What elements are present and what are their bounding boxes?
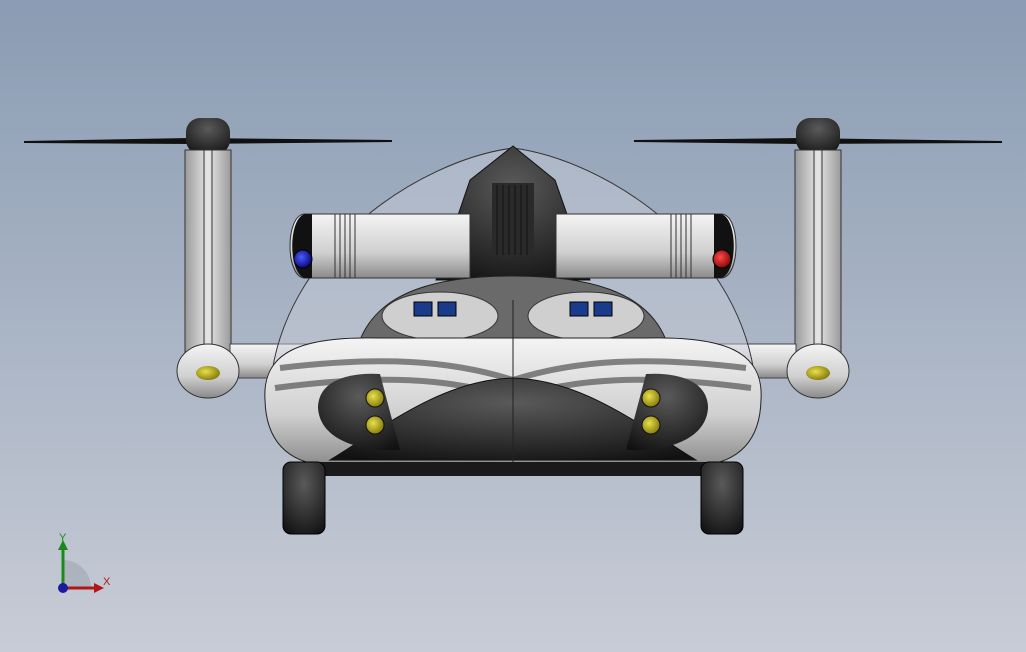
right-wheel	[700, 461, 744, 535]
right-nav-light	[712, 249, 732, 269]
headlights	[365, 388, 661, 435]
left-wheel	[282, 461, 326, 535]
left-nacelle	[176, 343, 240, 399]
right-engine-pod	[555, 213, 737, 279]
main-body	[264, 300, 762, 476]
left-engine-pod	[289, 213, 471, 279]
vtol-car-model[interactable]	[24, 118, 1002, 535]
right-rotor	[634, 118, 1002, 154]
tail-fin	[435, 145, 591, 281]
x-axis-label: X	[103, 576, 111, 588]
z-axis-dot	[58, 583, 68, 593]
left-rotor-mast	[184, 149, 232, 361]
left-nav-light	[293, 249, 313, 269]
coordinate-triad: Y X	[50, 530, 120, 600]
left-rotor	[24, 118, 392, 154]
right-rotor-mast	[794, 149, 842, 361]
right-nacelle	[786, 343, 850, 399]
y-axis-label: Y	[59, 532, 67, 544]
